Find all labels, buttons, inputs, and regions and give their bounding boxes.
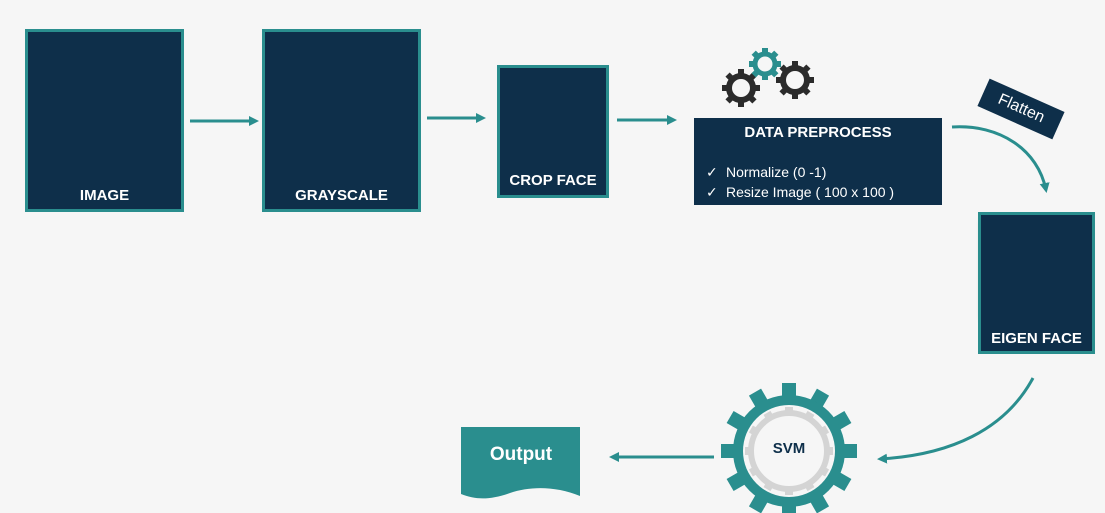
svm-gear-icon [721, 383, 857, 513]
check-icon: ✓ [706, 184, 718, 200]
image-node: IMAGE [25, 29, 184, 212]
grayscale-label: GRAYSCALE [265, 183, 418, 209]
gears-icon [722, 48, 814, 107]
svm-label: SVM [772, 440, 806, 457]
data-preprocess-title: DATA PREPROCESS [744, 124, 892, 141]
data-preprocess-box: DATA PREPROCESS ✓ Normalize (0 -1) ✓ Resiz… [694, 118, 942, 205]
arrow-eigen-to-svm [877, 377, 1035, 464]
eigen-face-label: EIGEN FACE [981, 327, 1092, 351]
output-shape [461, 427, 580, 499]
check-icon: ✓ [706, 164, 718, 180]
image-label: IMAGE [28, 183, 181, 209]
arrow-preprocess-to-eigen [951, 125, 1050, 193]
preprocess-item: ✓ Normalize (0 -1) [706, 162, 894, 182]
crop-face-node: CROP FACE [497, 65, 609, 198]
preprocess-item: ✓ Resize Image ( 100 x 100 ) [706, 182, 894, 202]
preprocess-item-text: Resize Image ( 100 x 100 ) [726, 184, 895, 200]
data-preprocess-list: ✓ Normalize (0 -1) ✓ Resize Image ( 100 x … [706, 162, 894, 202]
crop-face-label: CROP FACE [500, 167, 606, 195]
preprocess-item-text: Normalize (0 -1) [726, 164, 827, 180]
output-label: Output [489, 444, 553, 465]
eigen-face-node: EIGEN FACE [978, 212, 1095, 354]
grayscale-node: GRAYSCALE [262, 29, 421, 212]
